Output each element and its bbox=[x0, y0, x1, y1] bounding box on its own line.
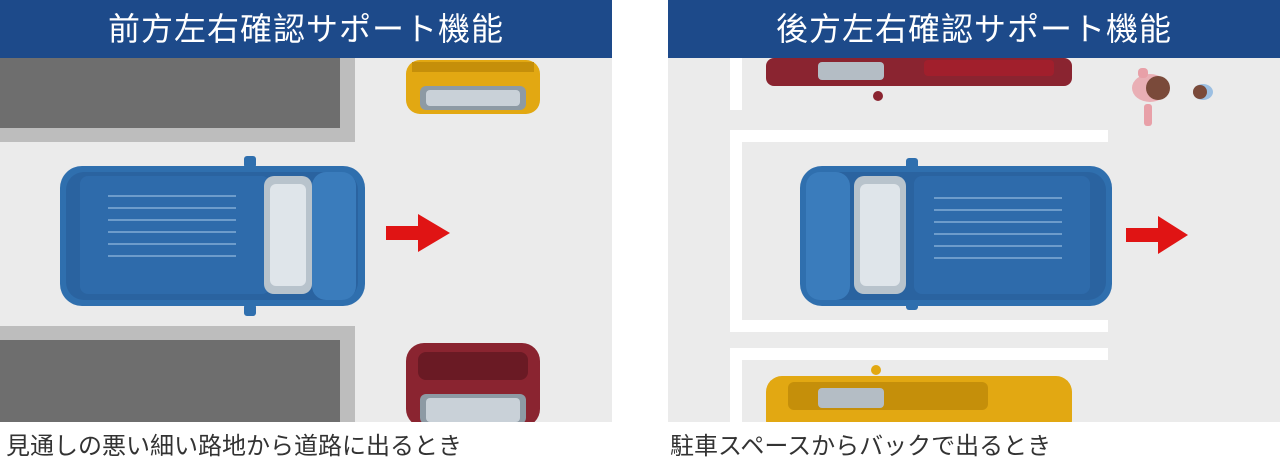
front-panel-title: 前方左右確認サポート機能 bbox=[0, 0, 612, 58]
rear-scene-illustration bbox=[668, 58, 1280, 422]
ego-car-icon bbox=[800, 158, 1112, 310]
front-panel: 前方左右確認サポート機能 bbox=[0, 0, 612, 460]
child-pedestrian-icon bbox=[1193, 84, 1213, 100]
yellow-car-icon bbox=[406, 60, 540, 114]
yellow-car-icon bbox=[766, 365, 1072, 422]
rear-panel: 後方左右確認サポート機能 bbox=[668, 0, 1280, 460]
building-wall-top bbox=[0, 58, 355, 142]
front-panel-caption: 見通しの悪い細い路地から道路に出るとき bbox=[6, 432, 462, 460]
front-scene-illustration bbox=[0, 58, 612, 422]
ego-car-icon bbox=[60, 156, 365, 316]
red-car-icon bbox=[406, 343, 540, 422]
building-wall-bottom bbox=[0, 326, 355, 422]
reverse-direction-arrow bbox=[1126, 216, 1188, 254]
pedestrian-icon bbox=[1132, 68, 1170, 126]
red-car-icon bbox=[766, 58, 1072, 101]
forward-direction-arrow bbox=[386, 214, 450, 252]
parking-space-lines bbox=[730, 58, 1108, 422]
rear-panel-title: 後方左右確認サポート機能 bbox=[668, 0, 1280, 58]
rear-panel-caption: 駐車スペースからバックで出るとき bbox=[670, 432, 1052, 460]
